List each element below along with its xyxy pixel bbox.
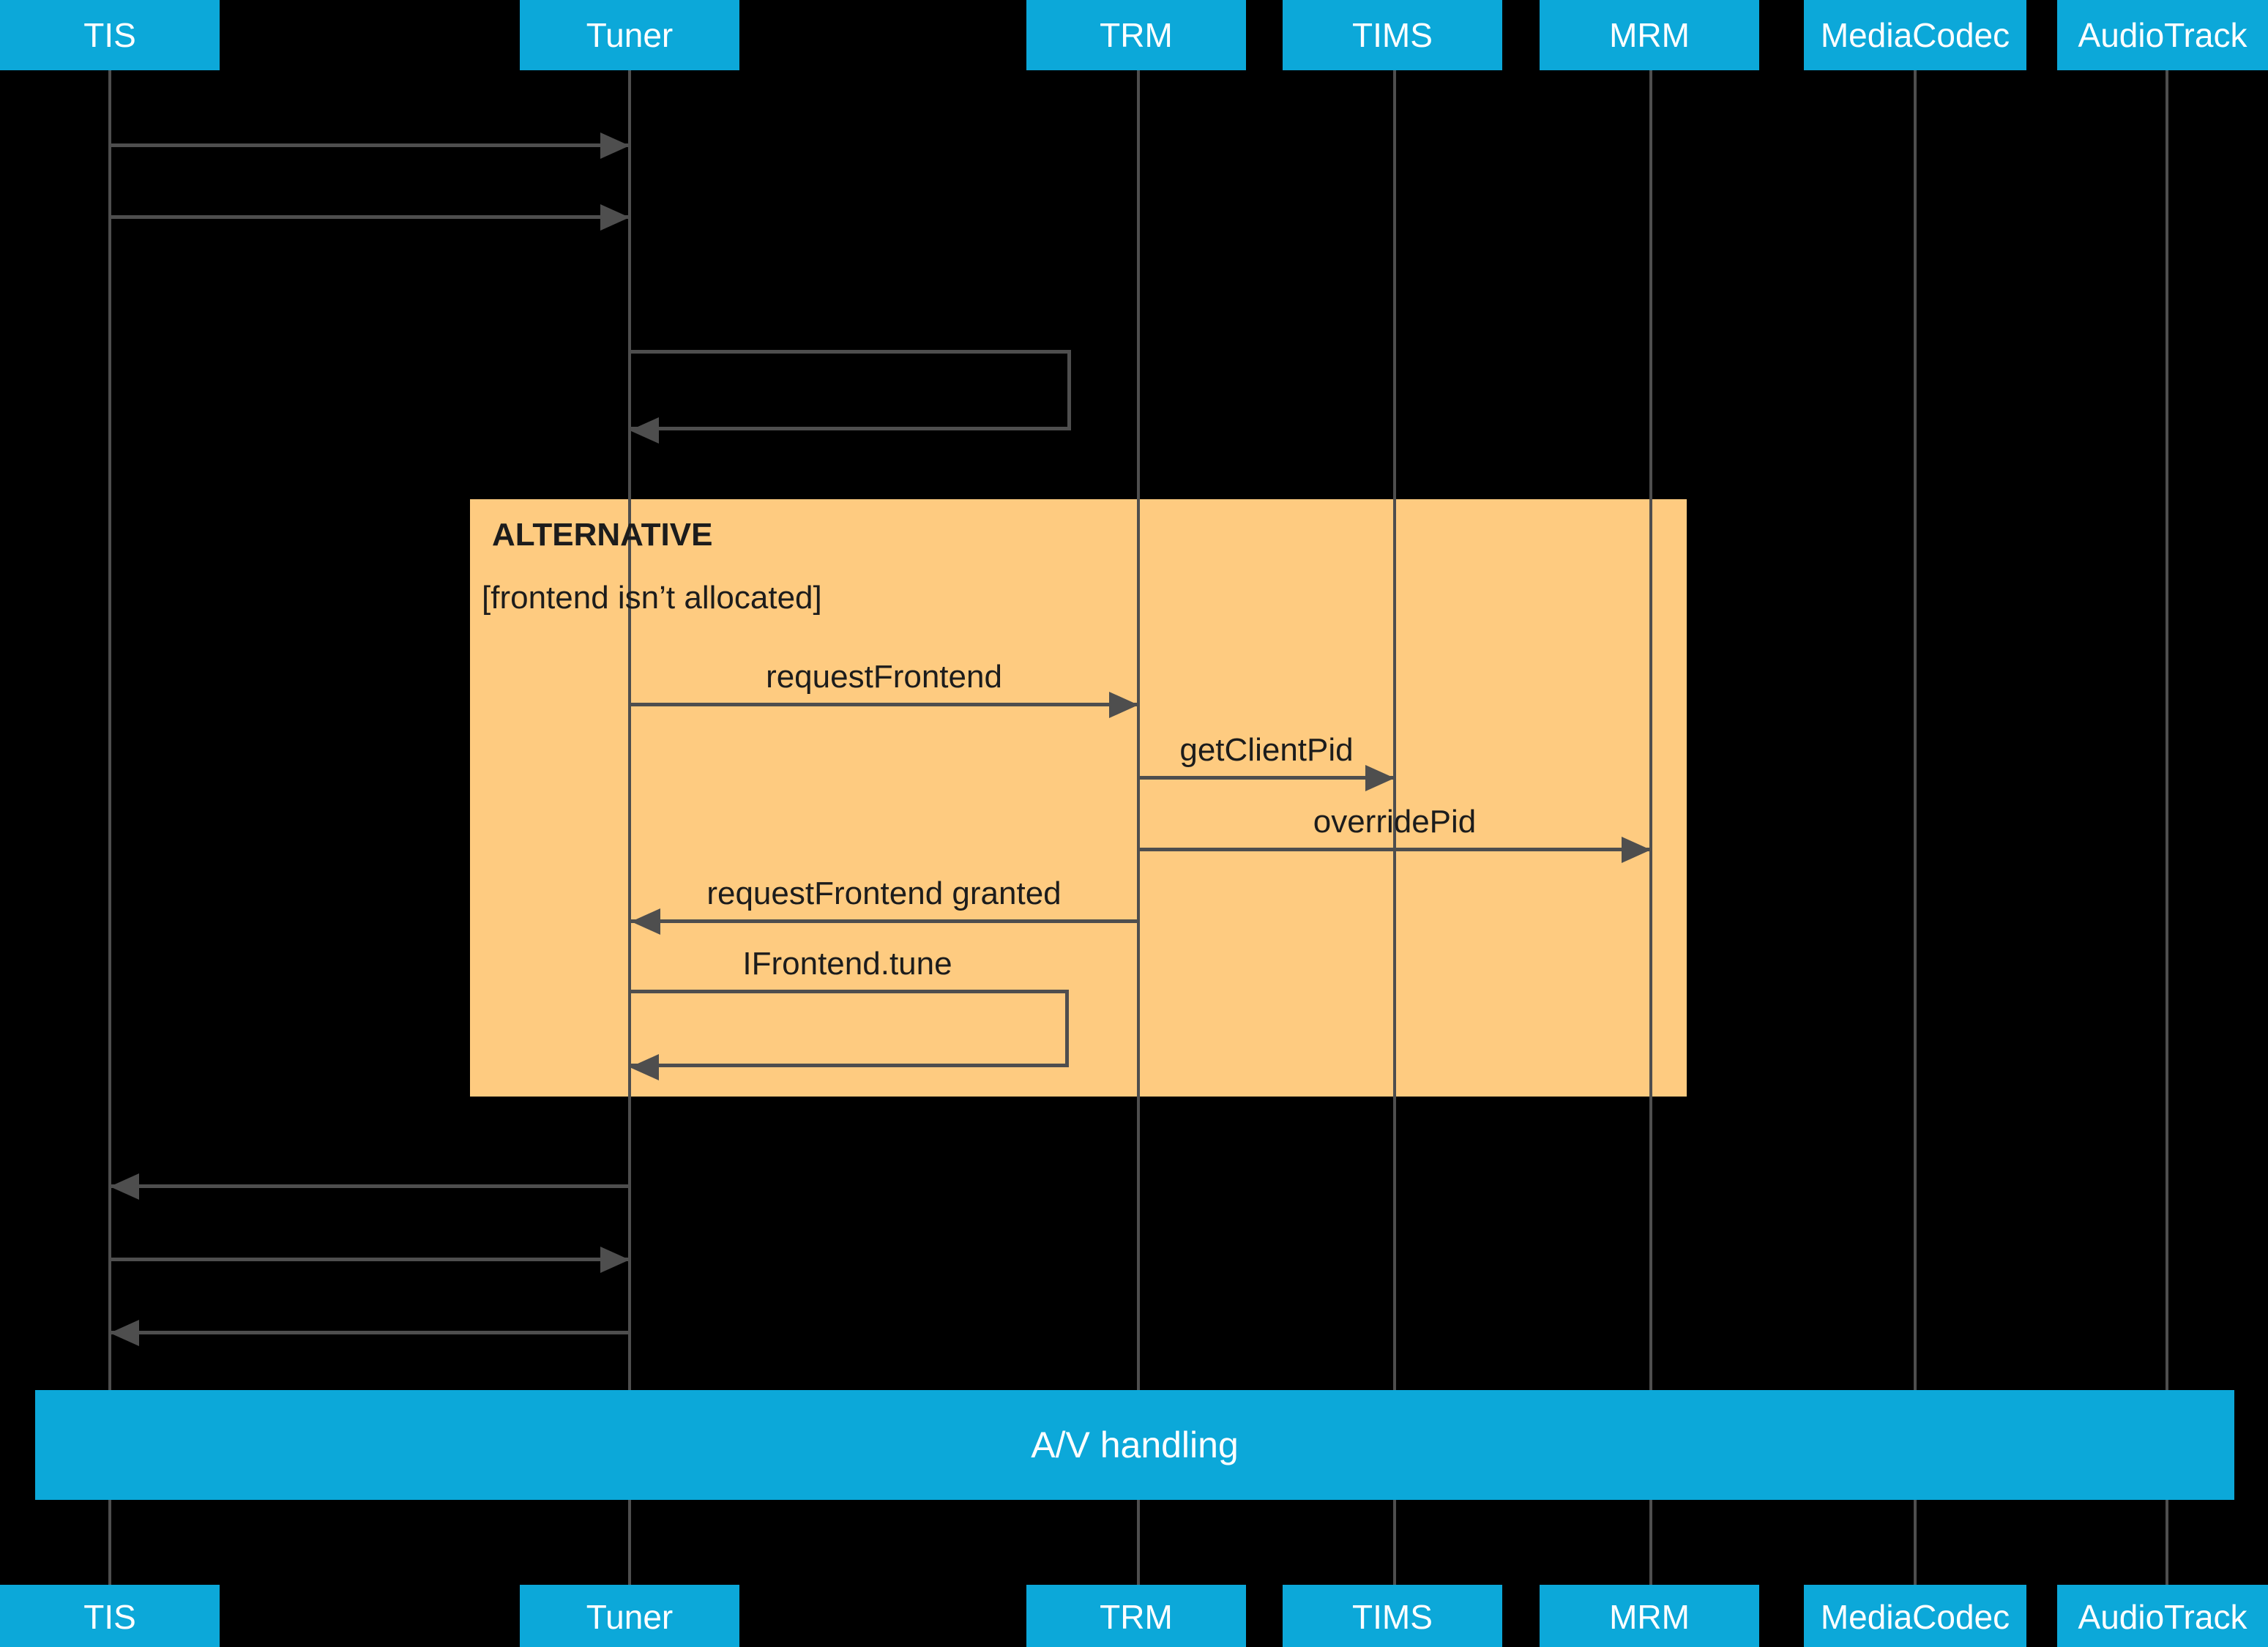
participant-label: TRM — [1100, 1598, 1173, 1636]
participant-label: MRM — [1609, 1598, 1690, 1636]
lifeline-tis — [108, 70, 111, 1585]
participant-label: TRM — [1100, 16, 1173, 54]
message-label-get-client-pid: getClientPid — [1179, 732, 1354, 768]
participant-label: AudioTrack — [2078, 16, 2248, 54]
message-arrow-override-pid — [1140, 848, 1651, 851]
message-arrow-tis-to-tuner-2 — [110, 215, 630, 219]
participant-bottom-tis: TIS — [0, 1585, 220, 1647]
participant-label: TIMS — [1352, 1598, 1433, 1636]
participant-top-tims: TIMS — [1283, 0, 1502, 70]
self-loop-tuner-upper — [630, 350, 1071, 444]
participant-bottom-audiotrack: AudioTrack — [2057, 1585, 2268, 1647]
participant-bottom-mediacodec: MediaCodec — [1804, 1585, 2026, 1647]
participant-bottom-trm: TRM — [1026, 1585, 1246, 1647]
participant-label: MediaCodec — [1820, 16, 2010, 54]
message-arrow-tis-to-tuner-3 — [110, 1258, 630, 1261]
participant-bottom-tuner: Tuner — [520, 1585, 739, 1647]
lifeline-audiotrack — [2166, 70, 2168, 1585]
participant-label: TIMS — [1352, 16, 1433, 54]
participant-label: MediaCodec — [1820, 1598, 2010, 1636]
message-label-request-frontend: requestFrontend — [766, 659, 1002, 695]
lifeline-tims — [1393, 70, 1396, 1585]
participant-top-trm: TRM — [1026, 0, 1246, 70]
participant-label: AudioTrack — [2078, 1598, 2248, 1636]
message-arrow-tis-to-tuner-1 — [110, 143, 630, 147]
message-arrow-request-frontend — [631, 703, 1138, 706]
message-label-override-pid: overridePid — [1313, 804, 1477, 840]
participant-label: Tuner — [586, 16, 674, 54]
message-label-request-frontend-granted: requestFrontend granted — [706, 875, 1062, 911]
lifeline-mrm — [1649, 70, 1652, 1585]
participant-label: TIS — [83, 16, 136, 54]
av-handling-label: A/V handling — [1031, 1424, 1239, 1465]
participant-bottom-mrm: MRM — [1540, 1585, 1759, 1647]
participant-top-mrm: MRM — [1540, 0, 1759, 70]
message-arrow-request-frontend-granted — [631, 919, 1138, 923]
lifeline-tuner — [628, 70, 631, 1585]
participant-top-audiotrack: AudioTrack — [2057, 0, 2268, 70]
alt-fragment-guard: [frontend isn’t allocated] — [482, 580, 822, 616]
message-label-ifrontend-tune: IFrontend.tune — [742, 946, 952, 982]
message-arrow-get-client-pid — [1140, 776, 1395, 780]
participant-top-tis: TIS — [0, 0, 220, 70]
lifeline-trm — [1137, 70, 1140, 1585]
message-arrow-tuner-to-tis-1 — [110, 1184, 630, 1188]
participant-top-mediacodec: MediaCodec — [1804, 0, 2026, 70]
message-arrow-tuner-to-tis-2 — [110, 1331, 630, 1334]
av-handling-bar: A/V handling — [35, 1390, 2234, 1500]
lifeline-mediacodec — [1914, 70, 1917, 1585]
alt-fragment-title: ALTERNATIVE — [492, 517, 713, 553]
participant-top-tuner: Tuner — [520, 0, 739, 70]
self-loop-tuner-ifrontend-tune — [630, 990, 1069, 1080]
participant-bottom-tims: TIMS — [1283, 1585, 1502, 1647]
alt-fragment — [470, 499, 1687, 1097]
participant-label: TIS — [83, 1598, 136, 1636]
participant-label: MRM — [1609, 16, 1690, 54]
participant-label: Tuner — [586, 1598, 674, 1636]
